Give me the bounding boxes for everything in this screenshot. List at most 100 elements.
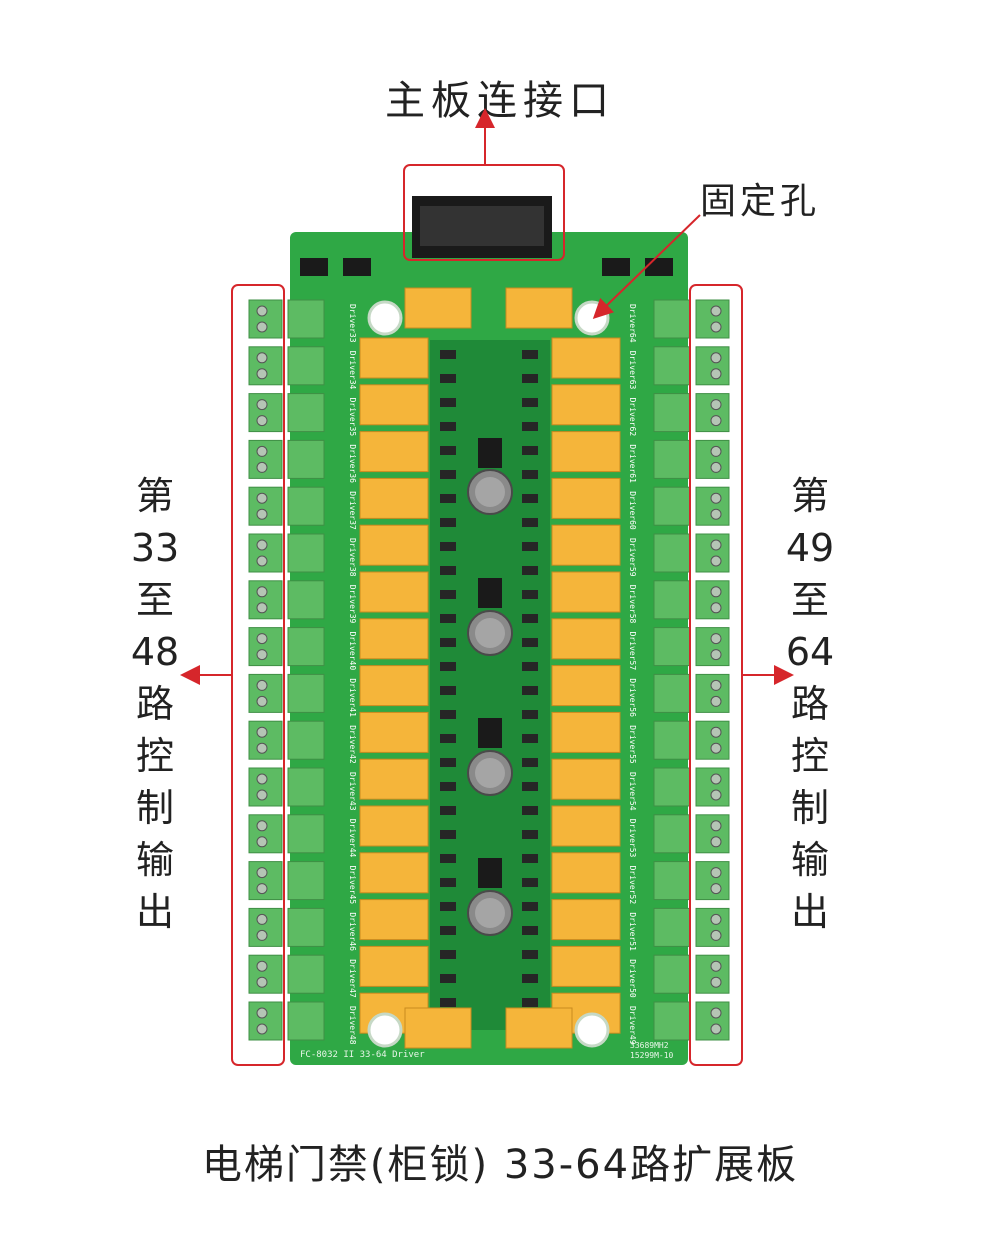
channel-label: Driver50 — [628, 959, 637, 998]
channel-label: Driver55 — [628, 725, 637, 764]
smd-component — [522, 806, 538, 815]
terminal-screw — [710, 352, 722, 364]
channel-label: Driver44 — [348, 819, 357, 858]
right-label-char: 路 — [790, 682, 829, 726]
smd-component — [522, 470, 538, 479]
smd-component — [522, 374, 538, 383]
smd-component — [522, 854, 538, 863]
relay — [551, 899, 621, 941]
voltage-regulator — [478, 718, 502, 748]
terminal-screw — [710, 789, 722, 801]
ic-chip — [645, 258, 673, 276]
pcb-header — [653, 954, 691, 994]
terminal-screw — [256, 679, 268, 691]
terminal-screw — [710, 586, 722, 598]
terminal-screw — [710, 445, 722, 457]
terminal-screw — [256, 820, 268, 832]
smd-component — [440, 350, 456, 359]
channel-label: Driver34 — [348, 351, 357, 390]
pcb-header — [287, 299, 325, 339]
smd-component — [440, 926, 456, 935]
pcb-header — [287, 486, 325, 526]
terminal-screw — [710, 508, 722, 520]
voltage-regulator — [478, 578, 502, 608]
right-label-char: 控 — [790, 734, 829, 778]
smd-component — [440, 710, 456, 719]
smd-component — [440, 830, 456, 839]
board-rev-silk-1: 33689MH2 — [630, 1041, 669, 1050]
terminal-screw — [256, 836, 268, 848]
ribbon-header-slot — [420, 206, 544, 246]
terminal-screw — [256, 976, 268, 988]
terminal-screw — [710, 492, 722, 504]
terminal-block — [248, 814, 283, 854]
terminal-screw — [256, 539, 268, 551]
terminal-screw — [710, 305, 722, 317]
mounting-hole — [367, 1012, 403, 1048]
terminal-screw — [256, 305, 268, 317]
pcb-header — [653, 439, 691, 479]
smd-component — [440, 734, 456, 743]
terminal-screw — [256, 867, 268, 879]
terminal-screw — [710, 976, 722, 988]
channel-label: Driver41 — [348, 678, 357, 717]
terminal-screw — [710, 695, 722, 707]
relay — [359, 665, 429, 707]
relay — [404, 1007, 472, 1049]
smd-component — [522, 614, 538, 623]
pcb-header — [287, 861, 325, 901]
relay — [551, 758, 621, 800]
channel-label: Driver45 — [348, 866, 357, 905]
left-label-char: 输 — [135, 838, 174, 882]
relay — [359, 945, 429, 987]
relay — [359, 524, 429, 566]
channel-label: Driver52 — [628, 866, 637, 905]
relay — [551, 852, 621, 894]
channel-label: Driver54 — [628, 772, 637, 811]
terminal-screw — [710, 633, 722, 645]
pcb-header — [287, 1001, 325, 1041]
ic-chip — [300, 258, 328, 276]
terminal-block — [248, 907, 283, 947]
relay — [359, 384, 429, 426]
smd-component — [522, 518, 538, 527]
terminal-screw — [256, 352, 268, 364]
smd-component — [522, 686, 538, 695]
ic-chip — [343, 258, 371, 276]
terminal-block — [695, 627, 730, 667]
pcb-header — [653, 580, 691, 620]
terminal-block — [695, 580, 730, 620]
connector-label: 主板连接口 — [385, 78, 615, 124]
smd-component — [522, 398, 538, 407]
pcb-header — [287, 673, 325, 713]
channel-label: Driver58 — [628, 585, 637, 624]
relay — [551, 711, 621, 753]
terminal-screw — [710, 929, 722, 941]
terminal-screw — [710, 773, 722, 785]
terminal-block — [248, 1001, 283, 1041]
terminal-screw — [256, 368, 268, 380]
terminal-screw — [710, 883, 722, 895]
terminal-screw — [256, 1023, 268, 1035]
smd-component — [522, 638, 538, 647]
terminal-screw — [710, 742, 722, 754]
terminal-screw — [710, 555, 722, 567]
pcb-header — [653, 486, 691, 526]
terminal-screw — [256, 508, 268, 520]
right-label-char: 制 — [790, 786, 829, 830]
terminal-screw — [256, 555, 268, 567]
terminal-screw — [710, 399, 722, 411]
terminal-screw — [256, 960, 268, 972]
capacitor-top — [475, 618, 505, 648]
capacitor-top — [475, 898, 505, 928]
left-label-char: 路 — [135, 682, 174, 726]
terminal-screw — [710, 461, 722, 473]
mounting-hole-arrow — [592, 214, 701, 319]
right-label-char: 至 — [790, 578, 829, 622]
terminal-block — [248, 673, 283, 713]
mounting-hole — [574, 300, 610, 336]
smd-component — [522, 422, 538, 431]
smd-component — [440, 446, 456, 455]
relay — [359, 618, 429, 660]
